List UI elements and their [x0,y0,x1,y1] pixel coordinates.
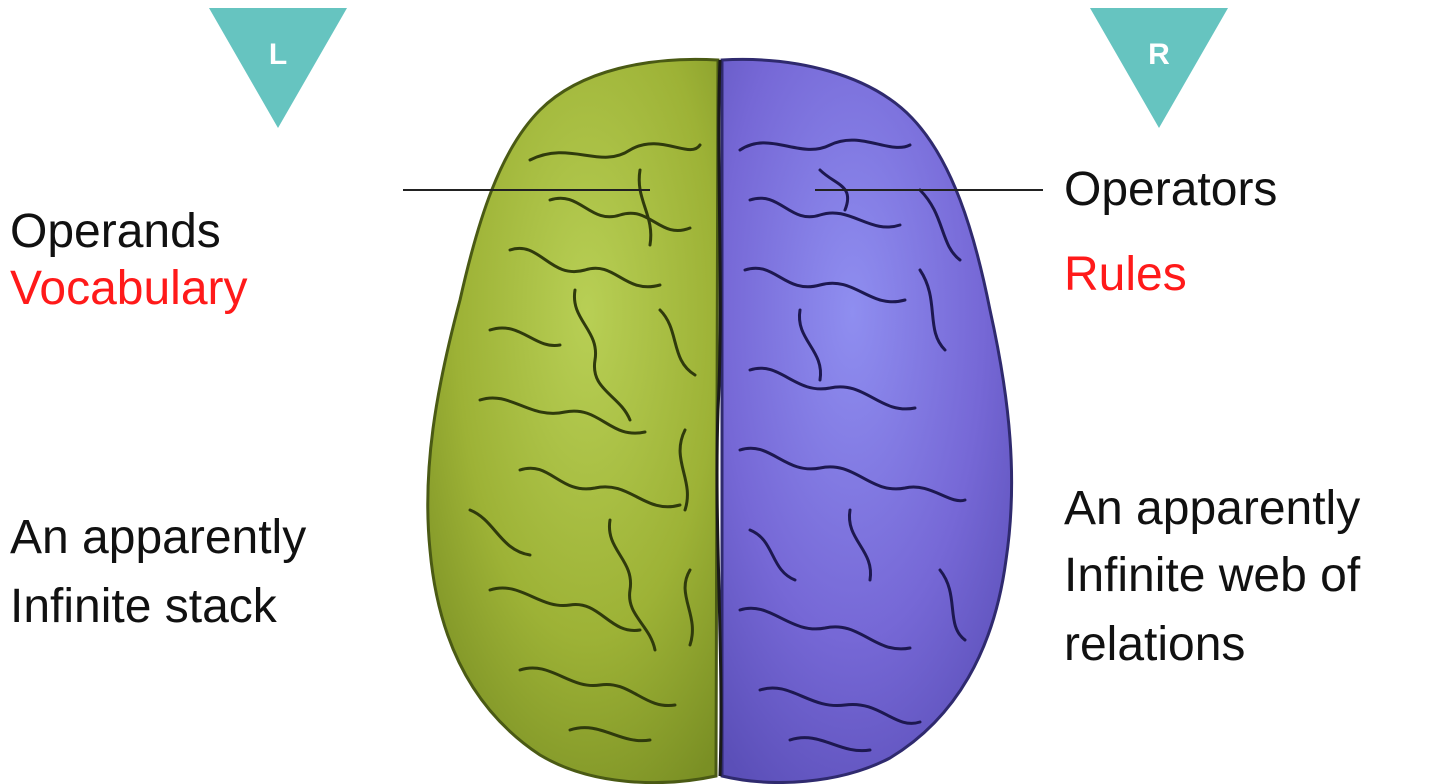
right-description-line3: relations [1064,616,1245,673]
left-accent-label: Vocabulary [10,260,248,317]
right-description-line1: An apparently [1064,480,1360,537]
right-accent-label: Rules [1064,246,1187,303]
left-description-line2: Infinite stack [10,578,277,635]
left-description-line1: An apparently [10,509,306,566]
right-description-line2: Infinite web of [1064,547,1360,604]
left-title: Operands [10,203,221,260]
right-title: Operators [1064,161,1277,218]
